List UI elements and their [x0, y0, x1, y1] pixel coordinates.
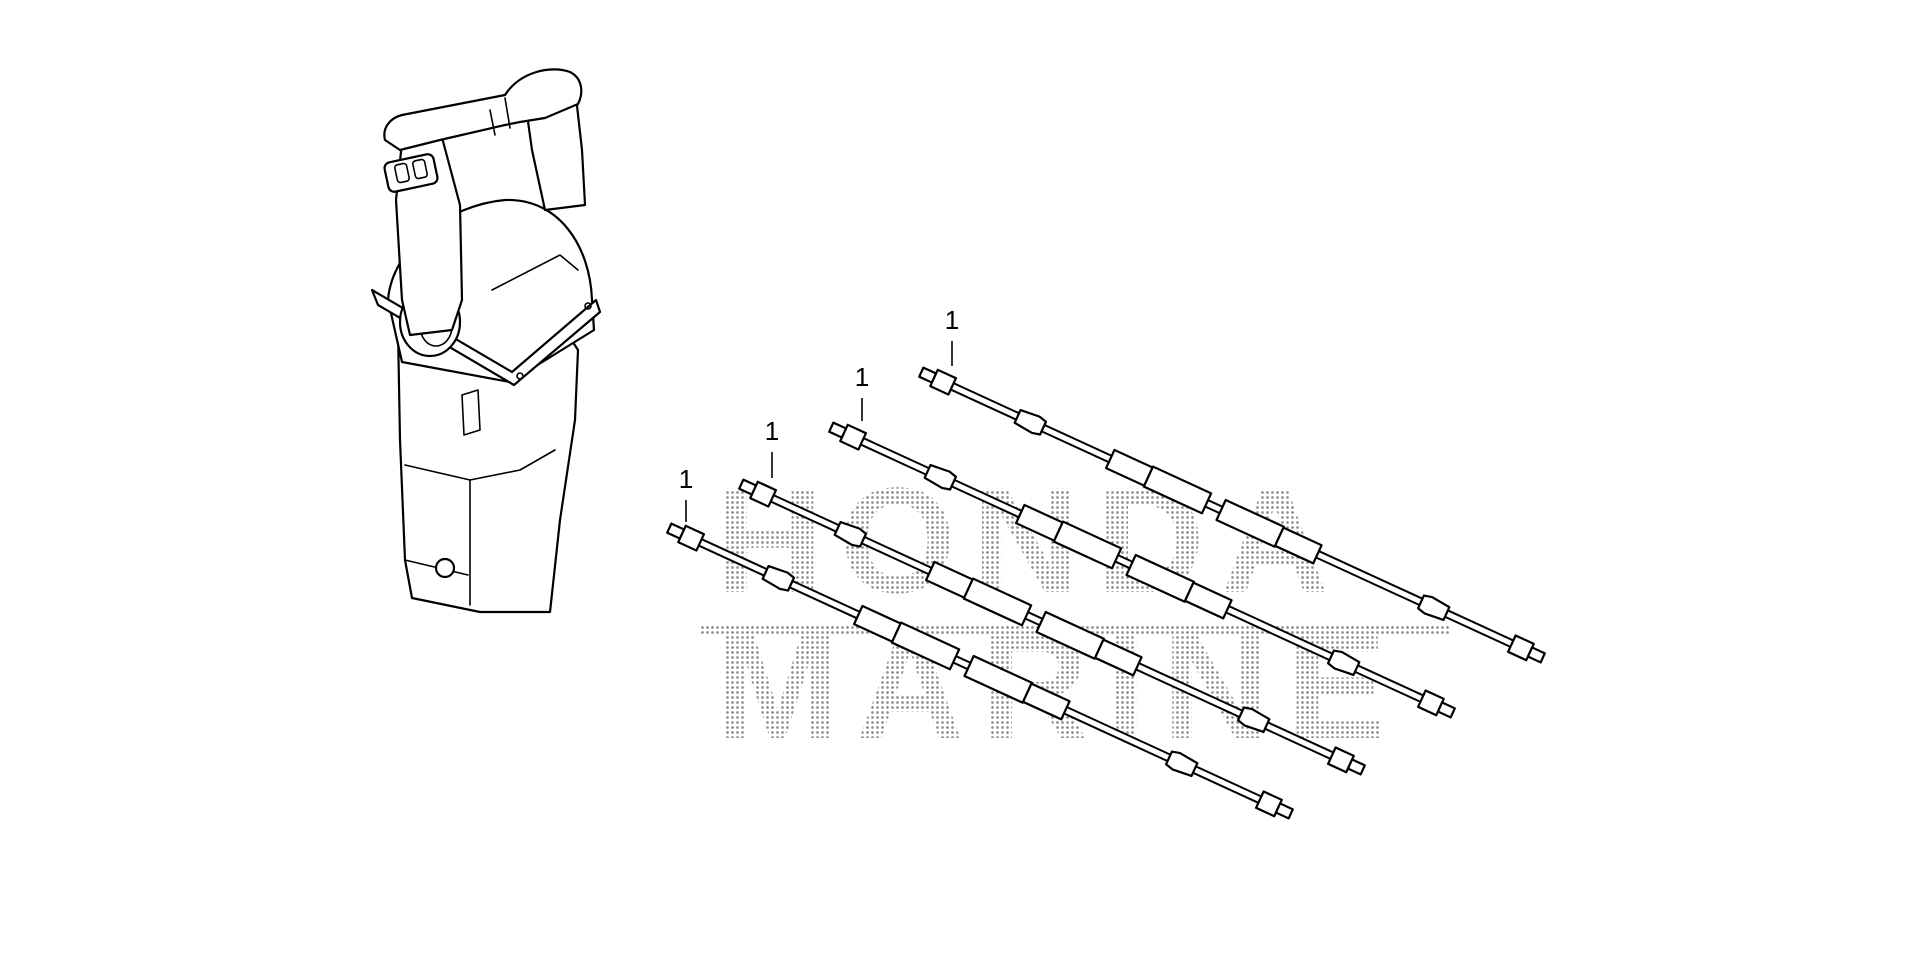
callout-label: 1: [855, 362, 869, 392]
callouts: 1 1 1 1: [679, 305, 959, 522]
callout-label: 1: [679, 464, 693, 494]
control-box-flange: [370, 288, 602, 387]
callout-label: 1: [945, 305, 959, 335]
watermark-line-1: HONDA: [715, 456, 1345, 624]
callout-cable-2: 1: [765, 416, 779, 478]
control-cable: [666, 522, 1294, 820]
control-cable: [828, 421, 1456, 719]
lever-handle: [383, 68, 583, 152]
control-cable: [738, 478, 1366, 776]
callout-cable-3: 1: [855, 362, 869, 421]
honda-marine-watermark: HONDA MARINE: [700, 456, 1450, 770]
callout-cable-4: 1: [945, 305, 959, 366]
remote-control-box: [370, 68, 602, 614]
mount-bolt: [434, 557, 456, 579]
callout-label: 1: [765, 416, 779, 446]
control-cables: [666, 366, 1546, 820]
control-cable: [918, 366, 1546, 664]
callout-cable-1: 1: [679, 464, 693, 522]
